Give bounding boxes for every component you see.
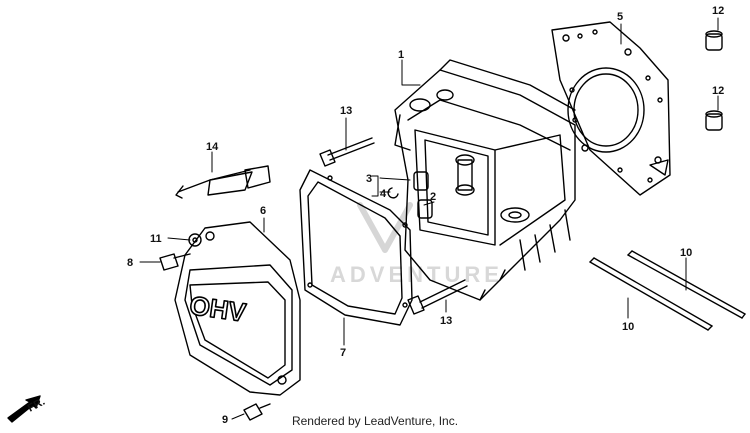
front-direction-arrow	[7, 395, 41, 423]
leader-lines	[139, 17, 719, 420]
cover-bolt-bottom	[243, 403, 271, 421]
callout-12-lower: 12	[712, 85, 724, 97]
cylinder-head	[394, 59, 576, 301]
dowel-pin-lower	[705, 110, 723, 131]
callout-12-upper: 12	[712, 5, 724, 17]
callout-2: 2	[430, 191, 436, 203]
cover-bolt	[159, 253, 191, 271]
head-gasket	[551, 21, 671, 196]
head-bolt-upper	[319, 137, 375, 167]
svg-text:ADVENTURE: ADVENTURE	[330, 262, 503, 287]
spark-plug	[175, 165, 271, 199]
callout-7: 7	[340, 347, 346, 359]
callout-10-lower: 10	[622, 321, 634, 333]
svg-text:OHV: OHV	[188, 290, 249, 328]
callout-3: 3	[366, 173, 372, 185]
watermark: ADVENTURE	[330, 202, 503, 287]
dowel-pin-upper	[705, 30, 723, 51]
valve-cover-gasket	[299, 169, 413, 326]
callout-13-lower: 13	[440, 315, 452, 327]
valve-cover: OHV	[174, 221, 301, 396]
dowel-pins	[387, 171, 433, 219]
footer-credit: Rendered by LeadVenture, Inc.	[291, 414, 459, 428]
callout-14: 14	[206, 141, 219, 153]
callout-6: 6	[260, 205, 266, 217]
washer	[188, 233, 202, 247]
callout-8: 8	[127, 257, 133, 269]
callout-9: 9	[222, 414, 228, 426]
callout-11: 11	[150, 233, 162, 245]
callout-13-upper: 13	[340, 105, 352, 117]
callout-1: 1	[398, 49, 404, 61]
head-bolt-lower	[407, 279, 468, 315]
callout-5: 5	[617, 11, 623, 23]
callout-10-upper: 10	[680, 247, 692, 259]
callout-4: 4	[380, 188, 387, 200]
stud-bolt-lower	[589, 257, 713, 331]
stud-bolt-upper	[627, 250, 746, 319]
callout-labels: 1 2 3 4 5 6 7 8 9 10 10 11 12 12 13 13 1…	[26, 5, 724, 426]
